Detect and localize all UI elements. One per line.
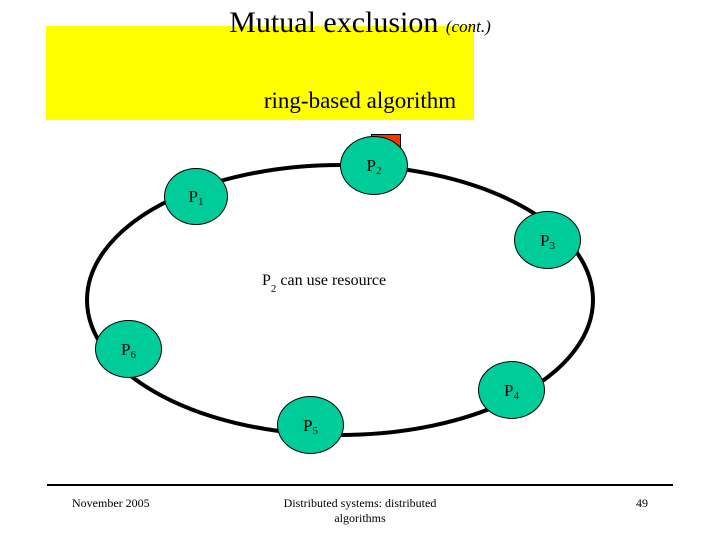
footer-page-number: 49 xyxy=(636,496,648,510)
process-node-p5[interactable]: P5 xyxy=(277,396,344,454)
title-banner xyxy=(46,26,474,120)
footer-divider xyxy=(47,484,673,486)
page-subtitle: ring-based algorithm xyxy=(263,88,457,113)
process-node-p3[interactable]: P3 xyxy=(514,211,581,269)
node-label-p4: P xyxy=(504,380,514,400)
footer-date: November 2005 xyxy=(72,496,150,510)
node-label-p1: P xyxy=(188,187,198,206)
caption-text: can use resource xyxy=(280,272,387,289)
process-node-p6[interactable]: P6 xyxy=(95,320,162,378)
node-sub-p1: 1 xyxy=(197,196,204,208)
node-label-p2: P xyxy=(366,156,376,175)
node-sub-p2: 2 xyxy=(375,165,382,177)
node-label-p3: P xyxy=(540,230,550,250)
resource-caption: P2 can use resource xyxy=(262,272,387,296)
node-label-p6: P xyxy=(121,339,131,359)
node-sub-p4: 4 xyxy=(513,389,519,402)
node-sub-p3: 3 xyxy=(549,239,555,252)
footer-title-line2: algorithms xyxy=(334,511,386,525)
node-label-p5: P xyxy=(303,415,313,435)
title-continued-text: (cont.) xyxy=(445,17,491,36)
node-sub-p5: 5 xyxy=(312,424,318,437)
caption-subject-sub: 2 xyxy=(270,283,277,296)
footer-title: Distributed systems: distributed algorit… xyxy=(210,496,510,526)
page-title: Mutual exclusion (cont.) xyxy=(0,6,720,40)
caption-subject: P xyxy=(262,272,271,289)
process-node-p2[interactable]: P2 xyxy=(340,136,408,195)
node-sub-p6: 6 xyxy=(130,348,136,361)
title-main-text: Mutual exclusion xyxy=(229,6,439,39)
process-node-p4[interactable]: P4 xyxy=(478,361,545,419)
footer-title-line1: Distributed systems: distributed xyxy=(283,496,437,510)
process-node-p1[interactable]: P1 xyxy=(164,168,228,225)
